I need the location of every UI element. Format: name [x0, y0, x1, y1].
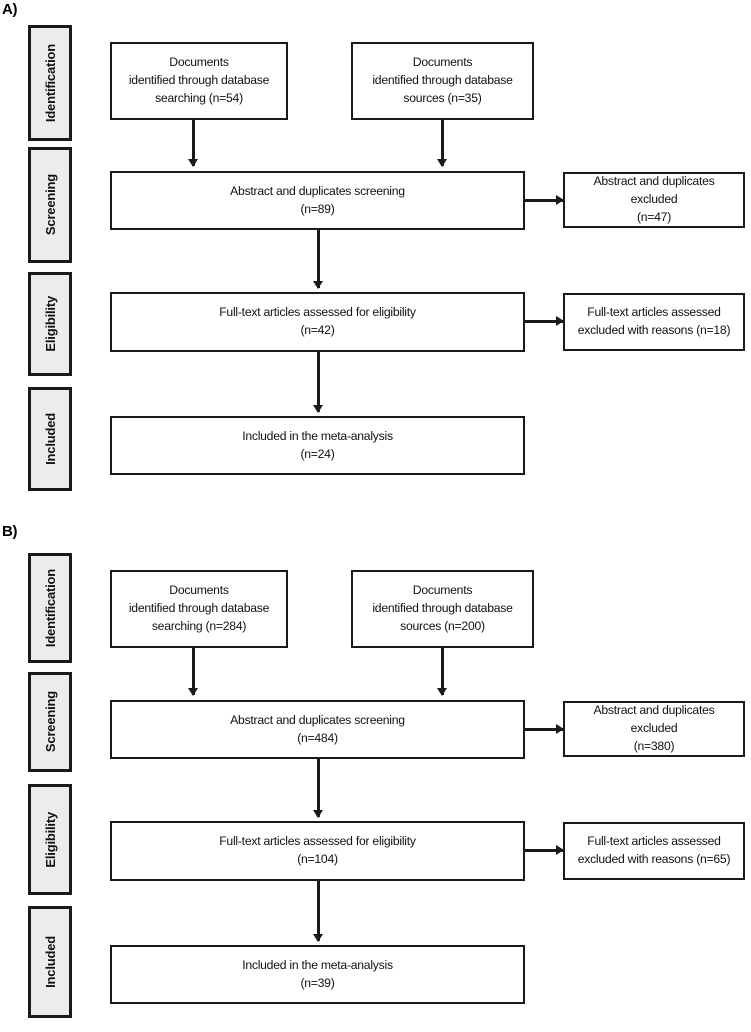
stage-included-b: Included	[28, 906, 72, 1018]
panel-a-letter: A)	[2, 1, 18, 18]
stage-label: Identification	[42, 43, 58, 123]
box-text: Full-text articles assessed for eligibil…	[219, 305, 416, 337]
box-screening-a: Abstract and duplicates screening (n=89)	[110, 171, 525, 230]
arrow-searching-to-screening-a	[192, 120, 195, 166]
box-database-sources-b: Documents identified through database so…	[351, 570, 534, 648]
stage-screening-a: Screening	[28, 147, 72, 263]
stage-identification-a: Identification	[28, 25, 72, 141]
box-text: Abstract and duplicates excluded (n=380)	[593, 703, 715, 753]
stage-screening-b: Screening	[28, 672, 72, 772]
arrow-screening-to-eligibility-b	[317, 759, 320, 817]
panel-b-letter: B)	[2, 523, 18, 540]
stage-eligibility-a: Eligibility	[28, 272, 72, 376]
stage-label: Eligibility	[42, 296, 58, 352]
stage-included-a: Included	[28, 387, 72, 491]
panel-a: A) Identification Screening Eligibility …	[0, 0, 751, 506]
box-text: Documents identified through database se…	[128, 583, 270, 633]
box-eligibility-b: Full-text articles assessed for eligibil…	[110, 821, 525, 881]
arrow-sources-to-screening-a	[441, 120, 444, 166]
box-screening-excluded-b: Abstract and duplicates excluded (n=380)	[563, 701, 745, 757]
panel-b: B) Identification Screening Eligibility …	[0, 506, 751, 1032]
box-database-sources-a: Documents identified through database so…	[351, 42, 534, 120]
stage-label: Screening	[42, 174, 58, 236]
box-text: Documents identified through database so…	[372, 55, 513, 105]
box-database-searching-a: Documents identified through database se…	[110, 42, 288, 120]
box-text: Abstract and duplicates screening (n=89)	[230, 183, 405, 216]
stage-label: Identification	[42, 568, 58, 648]
box-text: Full-text articles assessed excluded wit…	[577, 305, 731, 337]
box-screening-excluded-a: Abstract and duplicates excluded (n=47)	[563, 172, 745, 228]
arrow-eligibility-to-included-b	[317, 881, 320, 941]
box-text: Abstract and duplicates screening (n=484…	[230, 712, 405, 745]
box-included-a: Included in the meta-analysis (n=24)	[110, 416, 525, 475]
box-eligibility-a: Full-text articles assessed for eligibil…	[110, 292, 525, 352]
box-text: Documents identified through database so…	[372, 583, 513, 633]
box-eligibility-excluded-a: Full-text articles assessed excluded wit…	[563, 293, 745, 351]
box-text: Included in the meta-analysis (n=24)	[242, 428, 393, 461]
box-text: Abstract and duplicates excluded (n=47)	[593, 174, 715, 224]
arrow-screening-to-excluded-b	[525, 728, 563, 731]
arrow-eligibility-to-excluded-a	[525, 320, 563, 323]
box-text: Documents identified through database se…	[128, 55, 270, 105]
stage-label: Eligibility	[42, 811, 58, 868]
stage-label: Included	[42, 413, 58, 465]
arrow-screening-to-eligibility-a	[317, 230, 320, 288]
arrow-eligibility-to-excluded-b	[525, 849, 563, 852]
stage-identification-b: Identification	[28, 553, 72, 663]
arrow-searching-to-screening-b	[192, 648, 195, 695]
box-text: Full-text articles assessed excluded wit…	[577, 834, 731, 866]
box-text: Full-text articles assessed for eligibil…	[219, 834, 416, 866]
arrow-eligibility-to-included-a	[317, 352, 320, 412]
box-screening-b: Abstract and duplicates screening (n=484…	[110, 700, 525, 759]
box-eligibility-excluded-b: Full-text articles assessed excluded wit…	[563, 822, 745, 880]
box-text: Included in the meta-analysis (n=39)	[242, 957, 393, 990]
stage-eligibility-b: Eligibility	[28, 784, 72, 895]
box-database-searching-b: Documents identified through database se…	[110, 570, 288, 648]
box-included-b: Included in the meta-analysis (n=39)	[110, 945, 525, 1004]
arrow-screening-to-excluded-a	[525, 199, 563, 202]
arrow-sources-to-screening-b	[441, 648, 444, 695]
stage-label: Included	[42, 936, 58, 988]
stage-label: Screening	[42, 691, 58, 753]
